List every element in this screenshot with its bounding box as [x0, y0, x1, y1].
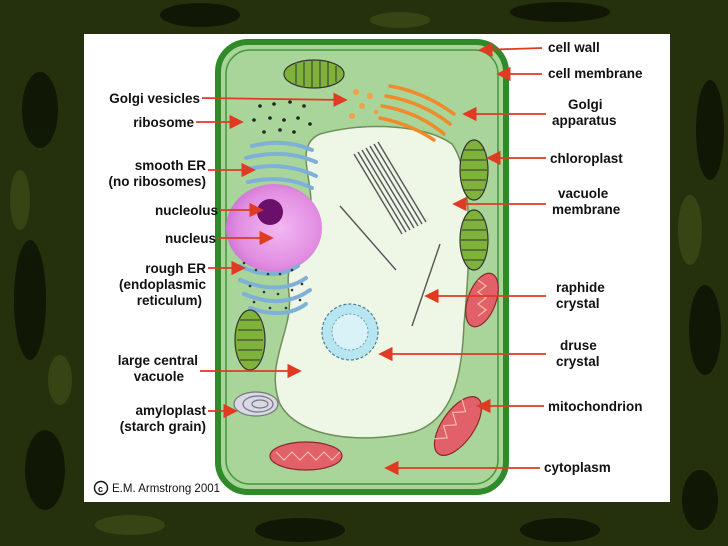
druse-crystal [322, 304, 378, 360]
label-ribosome: ribosome [133, 115, 194, 130]
diagram-panel: Golgi vesicles ribosome smooth ER (no ri… [84, 34, 670, 502]
label-starch-grain: (starch grain) [120, 419, 206, 434]
label-chloroplast: chloroplast [550, 151, 623, 166]
label-cytoplasm: cytoplasm [544, 460, 611, 475]
amyloplast [234, 392, 278, 416]
label-large-central-vacuole: large central [118, 353, 198, 368]
label-rough-er-note-1: (endoplasmic [119, 277, 207, 292]
label-rough-er-note-2: reticulum) [137, 293, 202, 308]
chloroplast [460, 210, 488, 270]
label-golgi-apparatus: apparatus [552, 113, 617, 128]
label-amyloplast: amyloplast [135, 403, 206, 418]
label-druse: druse [560, 338, 597, 353]
label-golgi-vesicles: Golgi vesicles [109, 91, 200, 106]
nucleus [226, 184, 322, 272]
label-mitochondrion: mitochondrion [548, 399, 643, 414]
nucleolus [257, 199, 283, 225]
label-vacuole: vacuole [134, 369, 185, 384]
label-nucleolus: nucleolus [155, 203, 218, 218]
plant-cell-diagram: Golgi vesicles ribosome smooth ER (no ri… [84, 34, 670, 502]
chloroplast [460, 140, 488, 200]
copyright-credit: c E.M. Armstrong 2001 [95, 482, 221, 496]
label-smooth-er: smooth ER [135, 158, 207, 173]
label-rough-er: rough ER [145, 261, 206, 276]
label-cell-wall: cell wall [548, 40, 600, 55]
label-druse-crystal: crystal [556, 354, 600, 369]
label-vacuole-membrane-2: membrane [552, 202, 621, 217]
label-cell-membrane: cell membrane [548, 66, 643, 81]
credit-text: E.M. Armstrong 2001 [112, 483, 220, 495]
label-nucleus: nucleus [165, 231, 216, 246]
label-smooth-er-note: (no ribosomes) [108, 174, 206, 189]
svg-text:c: c [98, 484, 103, 494]
label-vacuole-membrane-1: vacuole [558, 186, 609, 201]
chloroplast [284, 60, 344, 88]
label-raphide: raphide [556, 280, 605, 295]
label-golgi: Golgi [568, 97, 603, 112]
label-raphide-crystal: crystal [556, 296, 600, 311]
mitochondrion [270, 442, 342, 470]
chloroplast [235, 310, 265, 370]
